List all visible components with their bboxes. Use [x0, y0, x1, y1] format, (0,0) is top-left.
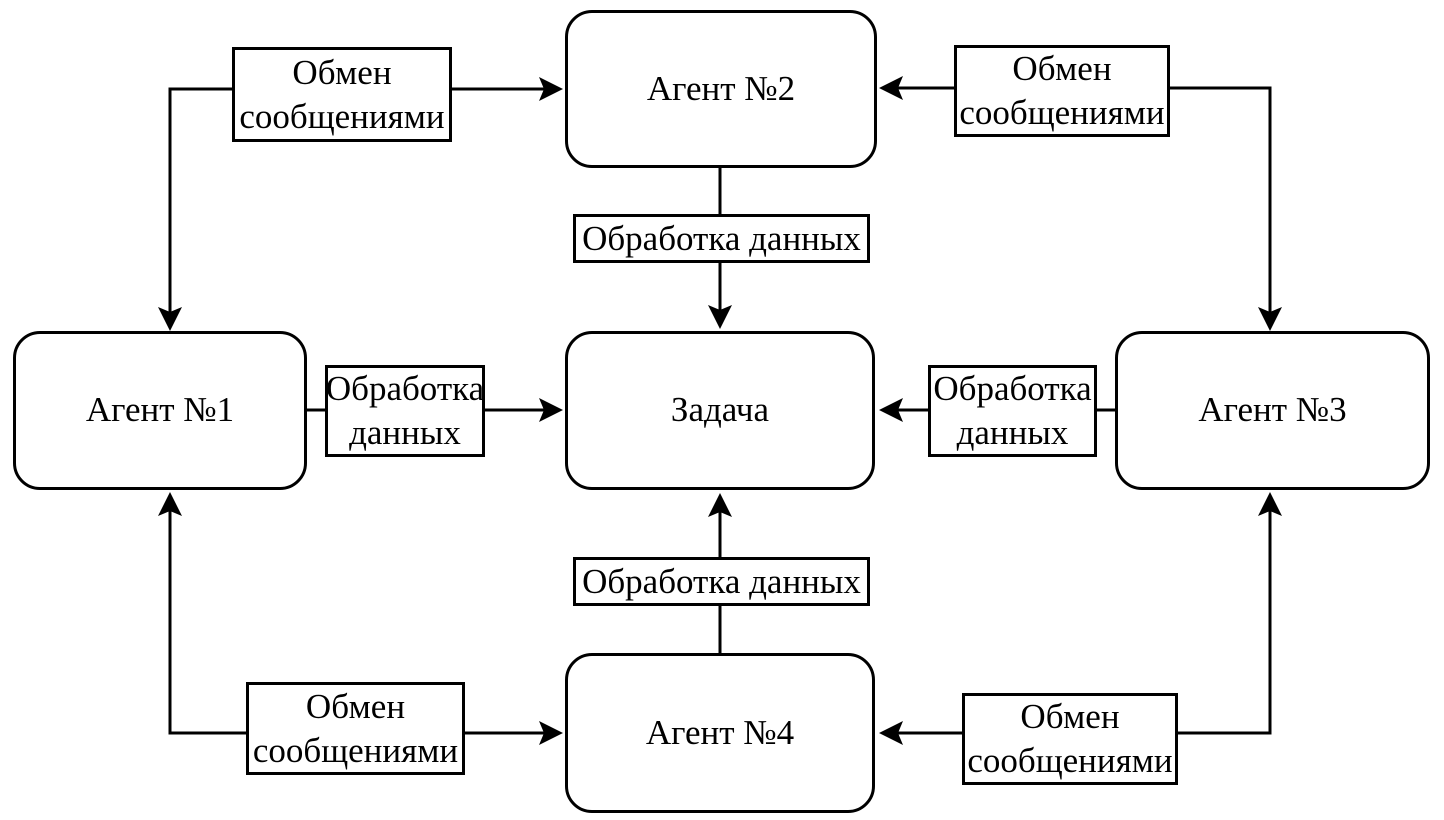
edge-label-line: сообщениями	[252, 730, 459, 770]
arrowhead-into-agent3-top	[1258, 307, 1282, 331]
edge-label-line: Обмен	[305, 686, 406, 726]
arrowhead-into-task-left	[539, 398, 563, 422]
edge-label-exchange-bottom-right: Обмен сообщениями	[962, 693, 1178, 785]
node-agent1: Агент №1	[13, 331, 307, 490]
arrowhead-into-task-right	[879, 398, 903, 422]
node-task: Задача	[565, 331, 875, 490]
node-agent3-label: Агент №3	[1198, 390, 1347, 430]
edge-label-line: Обмен	[1012, 49, 1112, 88]
node-agent2-label: Агент №2	[646, 68, 796, 108]
edge-label-line: сообщениями	[967, 741, 1173, 780]
edge-label-line: Обработка	[325, 369, 485, 408]
edge-label-exchange-top-left: Обмен сообщениями	[232, 47, 452, 142]
arrowhead-into-agent4-left	[539, 721, 563, 745]
edge-label-process-left-center: Обработка данных	[325, 365, 485, 457]
edge-label-exchange-top-right: Обмен сообщениями	[954, 45, 1170, 137]
edge-label-exchange-bottom-left: Обмен сообщениями	[246, 682, 465, 775]
node-agent1-label: Агент №1	[85, 390, 235, 430]
node-task-label: Задача	[670, 390, 770, 430]
edge-label-line: сообщениями	[959, 93, 1165, 132]
arrowhead-into-agent3-bottom	[1258, 492, 1282, 516]
edge-label-process-top-center: Обработка данных	[573, 214, 870, 263]
edge-label-line: данных	[956, 413, 1069, 452]
node-agent4-label: Агент №4	[645, 712, 795, 752]
edge-label-line: Обработка данных	[582, 562, 861, 601]
arrowhead-into-task-bottom	[708, 493, 732, 517]
edge-label-process-bottom-center: Обработка данных	[573, 557, 870, 606]
edge-label-line: данных	[349, 413, 461, 452]
node-agent4: Агент №4	[565, 653, 875, 813]
edge-label-process-right-center: Обработка данных	[928, 365, 1097, 457]
node-agent2: Агент №2	[565, 10, 877, 168]
edge-label-line: сообщениями	[239, 96, 445, 136]
edge-label-line: Обработка данных	[582, 219, 861, 258]
arrowhead-into-agent1-top	[158, 307, 182, 331]
node-agent3: Агент №3	[1115, 331, 1430, 490]
arrowhead-into-agent1-bottom	[158, 492, 182, 516]
edge-label-line: Обмен	[292, 52, 392, 92]
arrowhead-into-agent4-right	[879, 721, 903, 745]
arrowhead-into-agent2-left	[539, 77, 563, 101]
arrowhead-into-agent2-right	[879, 76, 903, 100]
edge-label-line: Обмен	[1020, 697, 1120, 736]
arrowhead-into-task-top	[708, 305, 732, 329]
edge-label-line: Обработка	[933, 369, 1092, 408]
